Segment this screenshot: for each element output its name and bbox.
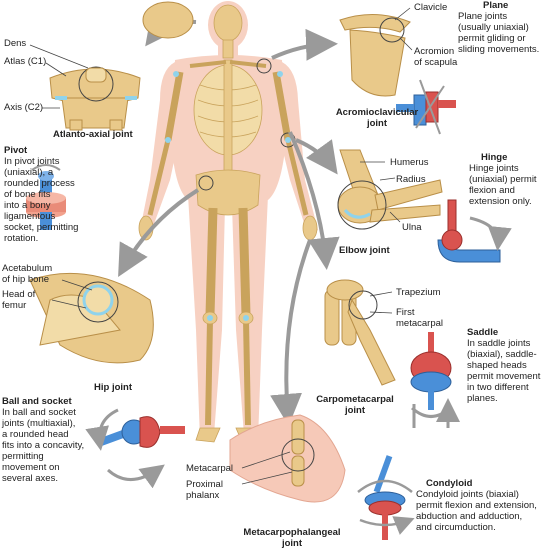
- metacarpophalangeal-illustration: [229, 414, 346, 503]
- atlanto-axial-illustration: [29, 1, 194, 131]
- label-radius: Radius: [396, 174, 426, 185]
- hinge-joint-model: [437, 199, 512, 263]
- body-figure: [138, 1, 318, 443]
- saddle-title: Saddle: [467, 327, 499, 338]
- pivot-description: In pivot joints (uniaxial), a rounded pr…: [4, 156, 79, 244]
- label-acromion: Acromion of scapula: [414, 46, 458, 68]
- plane-description: Plane joints (usually uniaxial) permit g…: [458, 11, 540, 55]
- label-axis: Axis (C2): [4, 102, 44, 113]
- label-trapezium: Trapezium: [396, 287, 441, 298]
- metacarpophalangeal-joint-label: Metacarpophalangeal joint: [243, 527, 341, 549]
- hip-illustration: [29, 272, 154, 364]
- pivot-title: Pivot: [4, 145, 28, 156]
- label-dens: Dens: [4, 38, 27, 49]
- elbow-joint-label: Elbow joint: [339, 245, 390, 256]
- plane-joint-model: [396, 79, 456, 135]
- carpometacarpal-joint-label: Carpometacarpal joint: [316, 394, 394, 416]
- pivot-joint-model: [26, 164, 66, 230]
- label-proximal-phalanx: Proximal phalanx: [186, 479, 223, 501]
- saddle-joint-model: [410, 332, 451, 428]
- ball-and-socket-title: Ball and socket: [2, 396, 72, 407]
- ball-and-socket-description: In ball and socket joints (multiaxial), …: [2, 407, 85, 484]
- hinge-title: Hinge: [481, 152, 508, 163]
- label-ulna: Ulna: [402, 222, 422, 233]
- condyloid-description: Condyloid joints (biaxial) permit flexio…: [416, 489, 537, 533]
- label-humerus: Humerus: [390, 157, 429, 168]
- hinge-description: Hinge joints (uniaxial) permit flexion a…: [469, 163, 537, 207]
- label-clavicle: Clavicle: [414, 2, 448, 13]
- saddle-description: In saddle joints (biaxial), saddle- shap…: [467, 338, 541, 404]
- plane-title: Plane: [483, 0, 509, 11]
- ball-and-socket-model: [85, 408, 185, 489]
- acromioclavicular-joint-label: Acromioclavicular joint: [335, 107, 419, 129]
- acromioclavicular-illustration: [339, 7, 413, 97]
- label-head-of-femur: Head of femur: [2, 289, 36, 311]
- label-atlas: Atlas (C1): [4, 56, 47, 67]
- label-acetabulum: Acetabulum of hip bone: [2, 263, 53, 285]
- label-metacarpal: Metacarpal: [186, 463, 233, 474]
- carpometacarpal-illustration: [324, 279, 396, 386]
- elbow-illustration: [337, 149, 443, 230]
- atlanto-axial-joint-label: Atlanto-axial joint: [53, 129, 133, 140]
- label-first-metacarpal: First metacarpal: [396, 307, 443, 329]
- condyloid-joint-model: [357, 455, 415, 540]
- hip-joint-label: Hip joint: [94, 382, 132, 393]
- condyloid-title: Condyloid: [426, 478, 473, 489]
